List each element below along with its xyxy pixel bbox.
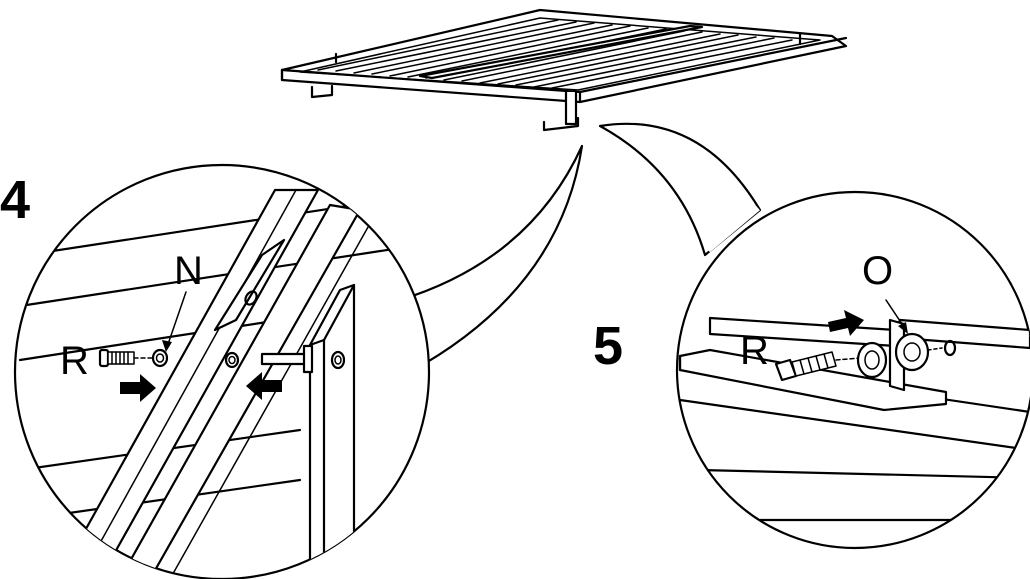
step-4-number: 4 <box>0 170 30 230</box>
bed-base-overview <box>280 8 848 132</box>
slats <box>317 19 793 89</box>
label-r-step5: R <box>740 329 769 373</box>
label-o: O <box>862 249 893 293</box>
bolt-r-step5 <box>774 351 837 382</box>
label-r-step4: R <box>60 339 89 383</box>
step-5-number: 5 <box>593 316 623 376</box>
label-n: N <box>174 249 203 293</box>
arrow-right-icon <box>120 374 156 402</box>
callout-step-5: 5 R O <box>593 122 1030 550</box>
arrow-right-icon <box>828 310 864 336</box>
arrow-left-icon <box>246 372 282 400</box>
bolt-r-step4 <box>98 348 135 368</box>
callout-step-4: 4 N R <box>0 144 584 579</box>
